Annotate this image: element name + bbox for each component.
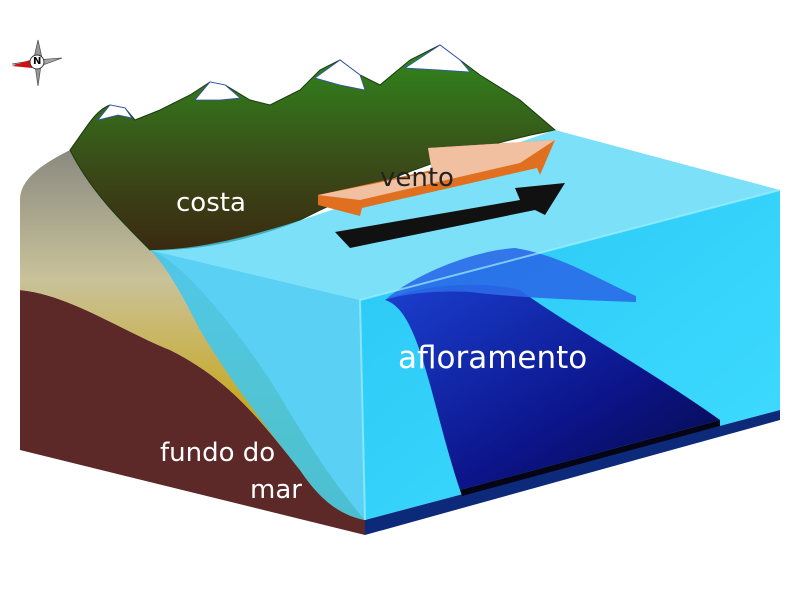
upwelling-label: afloramento	[398, 340, 588, 376]
surface-current-arrow	[335, 183, 565, 248]
mountains	[69, 44, 557, 251]
seafloor-label-line2: mar	[250, 475, 302, 505]
water-box-edges	[359, 189, 781, 521]
wind-label: vento	[380, 163, 454, 193]
seafloor-block	[20, 290, 365, 535]
snow-caps	[96, 44, 471, 121]
water-left-face	[150, 250, 365, 520]
upwelling-surface	[385, 248, 636, 302]
compass-icon	[11, 39, 63, 87]
upwelling-zone	[385, 284, 720, 490]
bottom-strip	[365, 410, 780, 535]
coast-label: costa	[176, 188, 246, 218]
seafloor-label-line1: fundo do	[160, 438, 276, 468]
compass-north-label: N	[33, 56, 42, 67]
